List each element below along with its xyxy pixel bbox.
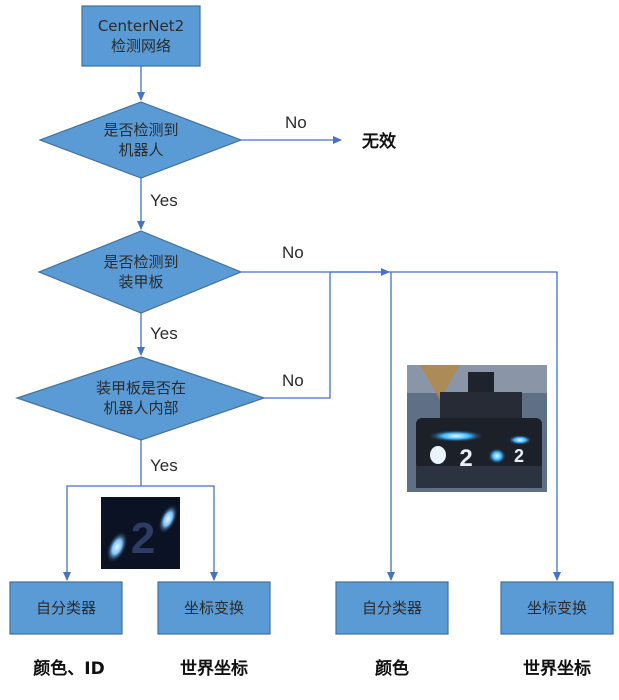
- decision-inside-line2: 机器人内部: [103, 399, 178, 417]
- decision-armor-detected: 是否检测到 装甲板: [37, 230, 243, 314]
- label-armor-no: No: [282, 243, 304, 262]
- outcome-world-coords-right: 世界坐标: [523, 658, 591, 679]
- label-inside-no: No: [282, 371, 304, 390]
- decision-robot-detected: 是否检测到 机器人: [38, 101, 243, 179]
- decision-inside-line1: 装甲板是否在: [96, 379, 186, 397]
- svg-text:2: 2: [131, 514, 155, 563]
- node-classifier-right: 自分类器: [335, 581, 449, 635]
- node-transform-right: 坐标变换: [500, 581, 614, 635]
- decision-robot-line1: 是否检测到: [103, 121, 178, 139]
- decision-robot-line2: 机器人: [118, 141, 163, 159]
- transform-right-label: 坐标变换: [527, 599, 587, 617]
- outcome-invalid: 无效: [361, 131, 396, 152]
- classifier-left-label: 自分类器: [36, 599, 96, 617]
- label-armor-yes: Yes: [150, 324, 178, 343]
- classifier-right-label: 自分类器: [362, 599, 422, 617]
- edge-inside-no: [264, 268, 390, 399]
- edge-split-right: [141, 485, 218, 581]
- edge-split-left: [63, 485, 141, 581]
- node-centernet2-line2: 检测网络: [111, 37, 171, 55]
- decision-armor-line1: 是否检测到: [103, 253, 178, 271]
- svg-text:2: 2: [514, 446, 524, 466]
- transform-left-label: 坐标变换: [184, 599, 244, 617]
- label-inside-yes: Yes: [150, 456, 178, 475]
- node-transform-left: 坐标变换: [157, 581, 271, 635]
- decision-armor-inside: 装甲板是否在 机器人内部: [15, 356, 266, 441]
- outcome-color-id: 颜色、ID: [33, 658, 104, 679]
- node-centernet2-line1: CenterNet2: [98, 17, 184, 35]
- label-robot-yes: Yes: [150, 191, 178, 210]
- label-robot-no: No: [285, 113, 307, 132]
- armor-number-2-photo: 2: [101, 497, 180, 569]
- connectors: [63, 66, 561, 581]
- svg-text:2: 2: [459, 445, 472, 472]
- node-classifier-left: 自分类器: [9, 581, 123, 635]
- robot-photo: 2 2: [407, 365, 547, 492]
- outcome-color: 颜色: [375, 658, 409, 679]
- node-centernet2: CenterNet2 检测网络: [81, 5, 201, 67]
- decision-armor-line2: 装甲板: [118, 273, 163, 291]
- outcome-world-coords-left: 世界坐标: [180, 658, 248, 679]
